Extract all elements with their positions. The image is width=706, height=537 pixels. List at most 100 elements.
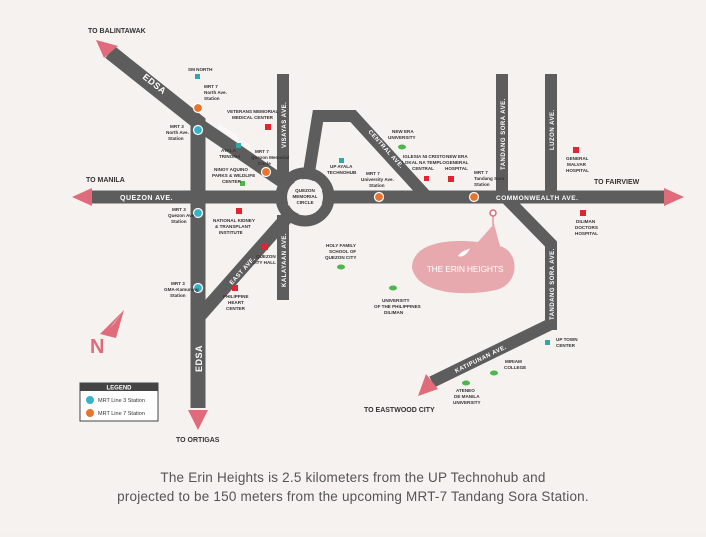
poi-diliman-2: DOCTORS [575, 225, 598, 230]
poi-new-era-h-3: HOSPITAL [445, 166, 468, 171]
leaf-icon [458, 248, 470, 257]
poi-mrt7-ts-2: Tandang Sora [474, 176, 505, 181]
poi-uptown-1: UP TOWN [556, 337, 578, 342]
poi-up-ayala-2: TECHNOHUB [327, 170, 357, 175]
poi-ateneo-3: UNIVERSITY [453, 400, 481, 405]
arrow-balintawak-icon [96, 40, 118, 58]
poi-uptown-2: CENTER [556, 343, 576, 348]
poi-ninoy-2: PARKS & WILDLIFE [212, 173, 255, 178]
poi-mrt3-qa-1: MRT 3 [172, 207, 186, 212]
poi-mrt7-univ-1: MRT 7 [366, 171, 380, 176]
church-icon [424, 176, 429, 181]
mrt7-tandang-sora-icon [468, 191, 480, 203]
poi-iglesia-3: CENTRAL [412, 166, 434, 171]
poi-nkti-1: NATIONAL KIDNEY [213, 218, 255, 223]
road-label-katipunan: KATIPUNAN AVE. [454, 344, 508, 374]
road-label-luzon: LUZON AVE. [550, 109, 556, 150]
hospital-new-era-icon [448, 176, 454, 182]
poi-mrt7-ts-3: Station [474, 182, 490, 187]
poi-ninoy-1: NINOY AQUINO [214, 167, 248, 172]
poi-up-3: DILIMAN [384, 310, 404, 315]
poi-ateneo-1: ATENEO [456, 388, 475, 393]
poi-mrt3-north-2: North Ave. [166, 130, 189, 135]
poi-mrt7-north-1: MRT 7 [204, 84, 218, 89]
poi-qc-hall-1: QUEZON [256, 254, 276, 259]
poi-labels: SM NORTH MRT 7 North Ave. Station MRT 3 … [164, 67, 598, 405]
poi-iglesia-2: LOKAL NA TEMPLO [402, 160, 446, 165]
mrt3-quezon-ave-icon [192, 207, 204, 219]
edsa-road [105, 46, 206, 408]
label-fairview: TO FAIRVIEW [594, 179, 640, 186]
label-eastwood: TO EASTWOOD CITY [364, 407, 435, 414]
hospital-veterans-icon [265, 124, 271, 130]
label-ortigas: TO ORTIGAS [176, 437, 220, 444]
poi-miriam-2: COLLEGE [504, 365, 526, 370]
poi-mrt3-north-3: Station [168, 136, 184, 141]
poi-phc-1: PHILIPPINE [223, 294, 249, 299]
park-icon [240, 181, 245, 186]
poi-mrt7-ts-1: MRT 7 [474, 170, 488, 175]
poi-diliman-1: DILIMAN [576, 219, 596, 224]
legend-mrt3-label: MRT Line 3 Station [98, 398, 145, 404]
poi-mrt7-univ-2: University Ave. [361, 177, 394, 182]
circle-label-2: MEMORIAL [292, 194, 317, 199]
caption-line-1: The Erin Heights is 2.5 kilometers from … [160, 470, 546, 485]
poi-mrt3-qa-2: Quezon Ave. [168, 213, 195, 218]
mall-trinoma-icon [236, 143, 241, 148]
poi-phc-3: CENTER [226, 306, 246, 311]
road-label-kalayaan: KALAYAAN AVE. [282, 233, 288, 287]
poi-mrt3-gma-2: GMA-Kamuning [164, 287, 199, 292]
mrt7-quezon-memorial-icon [260, 166, 272, 178]
poi-malvar-1: GENERAL [566, 156, 589, 161]
poi-phc-2: HEART [228, 300, 244, 305]
poi-new-era-u-2: UNIVERSITY [388, 135, 416, 140]
direction-arrows [72, 40, 684, 430]
school-new-era-icon [398, 144, 406, 150]
tandang-sora-right-road [500, 192, 557, 330]
hospital-diliman-icon [580, 210, 586, 216]
poi-nkti-3: INSTITUTE [219, 230, 243, 235]
poi-up-ayala-1: UP AYALA [330, 164, 353, 169]
school-ateneo-icon [462, 380, 470, 386]
poi-up-2: OF THE PHILIPPINES [374, 304, 421, 309]
poi-mrt7-qmc-3: Circle [258, 161, 271, 166]
poi-veterans-1: VETERANS MEMORIAL [227, 109, 278, 114]
legend-title: LEGEND [106, 386, 132, 392]
mrt-stations [192, 102, 480, 294]
road-label-tandang-sora-top: TANDANG SORA AVE. [501, 98, 507, 170]
hospital-phc-icon [232, 285, 238, 291]
poi-mrt3-gma-3: Station [170, 293, 186, 298]
hospital-nkti-icon [236, 208, 242, 214]
poi-trinoma-1: AYALA [221, 148, 237, 153]
poi-new-era-h-2: GENERAL [446, 160, 469, 165]
label-manila: TO MANILA [86, 177, 125, 184]
roads [92, 46, 665, 408]
poi-holy-family-2: SCHOOL OF [329, 249, 356, 254]
arrow-manila-icon [72, 188, 92, 206]
compass-arrow-icon [100, 310, 124, 338]
poi-mrt7-north-2: North Ave. [204, 90, 227, 95]
legend-mrt7-label: MRT Line 7 Station [98, 411, 145, 417]
city-hall-icon [262, 244, 268, 250]
erin-heights-marker: THE ERIN HEIGHTS [412, 209, 515, 294]
arrow-eastwood-icon [418, 374, 438, 396]
mrt7-north-ave-icon [192, 102, 204, 114]
legend-mrt3-icon [86, 396, 94, 404]
label-balintawak: TO BALINTAWAK [88, 28, 146, 35]
poi-nkti-2: & TRANSPLANT [215, 224, 251, 229]
road-label-tandang-sora-right: TANDANG SORA AVE. [550, 248, 556, 320]
school-holy-family-icon [337, 264, 345, 270]
poi-holy-family-3: QUEZON CITY [325, 255, 356, 260]
circle-label-3: CIRCLE [296, 200, 313, 205]
poi-icons [195, 74, 586, 386]
poi-mrt7-univ-3: Station [369, 183, 385, 188]
poi-veterans-2: MEDICAL CENTER [232, 115, 274, 120]
road-label-commonwealth: COMMONWEALTH AVE. [496, 195, 578, 202]
technohub-icon [339, 158, 344, 163]
poi-qc-hall-2: CITY HALL [252, 260, 276, 265]
poi-ateneo-2: DE MANILA [454, 394, 480, 399]
poi-mrt7-qmc-1: MRT 7 [255, 149, 269, 154]
legend: LEGEND MRT Line 3 Station MRT Line 7 Sta… [79, 382, 159, 422]
arrow-ortigas-icon [188, 410, 208, 430]
poi-holy-family-1: HOLY FAMILY [326, 243, 356, 248]
